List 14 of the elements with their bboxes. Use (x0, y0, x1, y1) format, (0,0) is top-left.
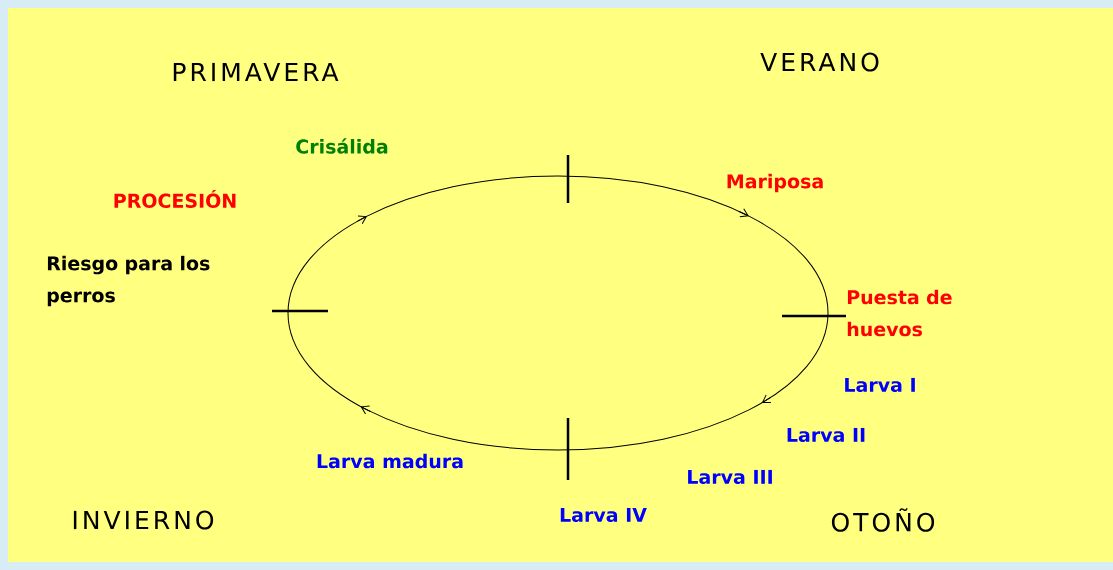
stage-label: PROCESIÓN (114, 190, 236, 208)
stage-label: Larva madura (317, 453, 463, 469)
stage-label: Riesgo para los perros (47, 255, 210, 307)
stage-label: Puesta de huevos (847, 289, 952, 337)
stage-label: Larva I (845, 377, 915, 393)
stage-label: Crisálida (296, 138, 388, 154)
stage-label: Mariposa (727, 173, 823, 193)
stage-label: Larva II (787, 427, 865, 443)
stage-label: Larva IV (560, 507, 647, 523)
season-label: INVIERNO (73, 510, 214, 530)
season-label: VERANO (760, 52, 879, 72)
season-label: OTOÑO (831, 508, 935, 532)
season-label: PRIMAVERA (173, 62, 339, 82)
stage-label: Larva III (688, 469, 772, 485)
